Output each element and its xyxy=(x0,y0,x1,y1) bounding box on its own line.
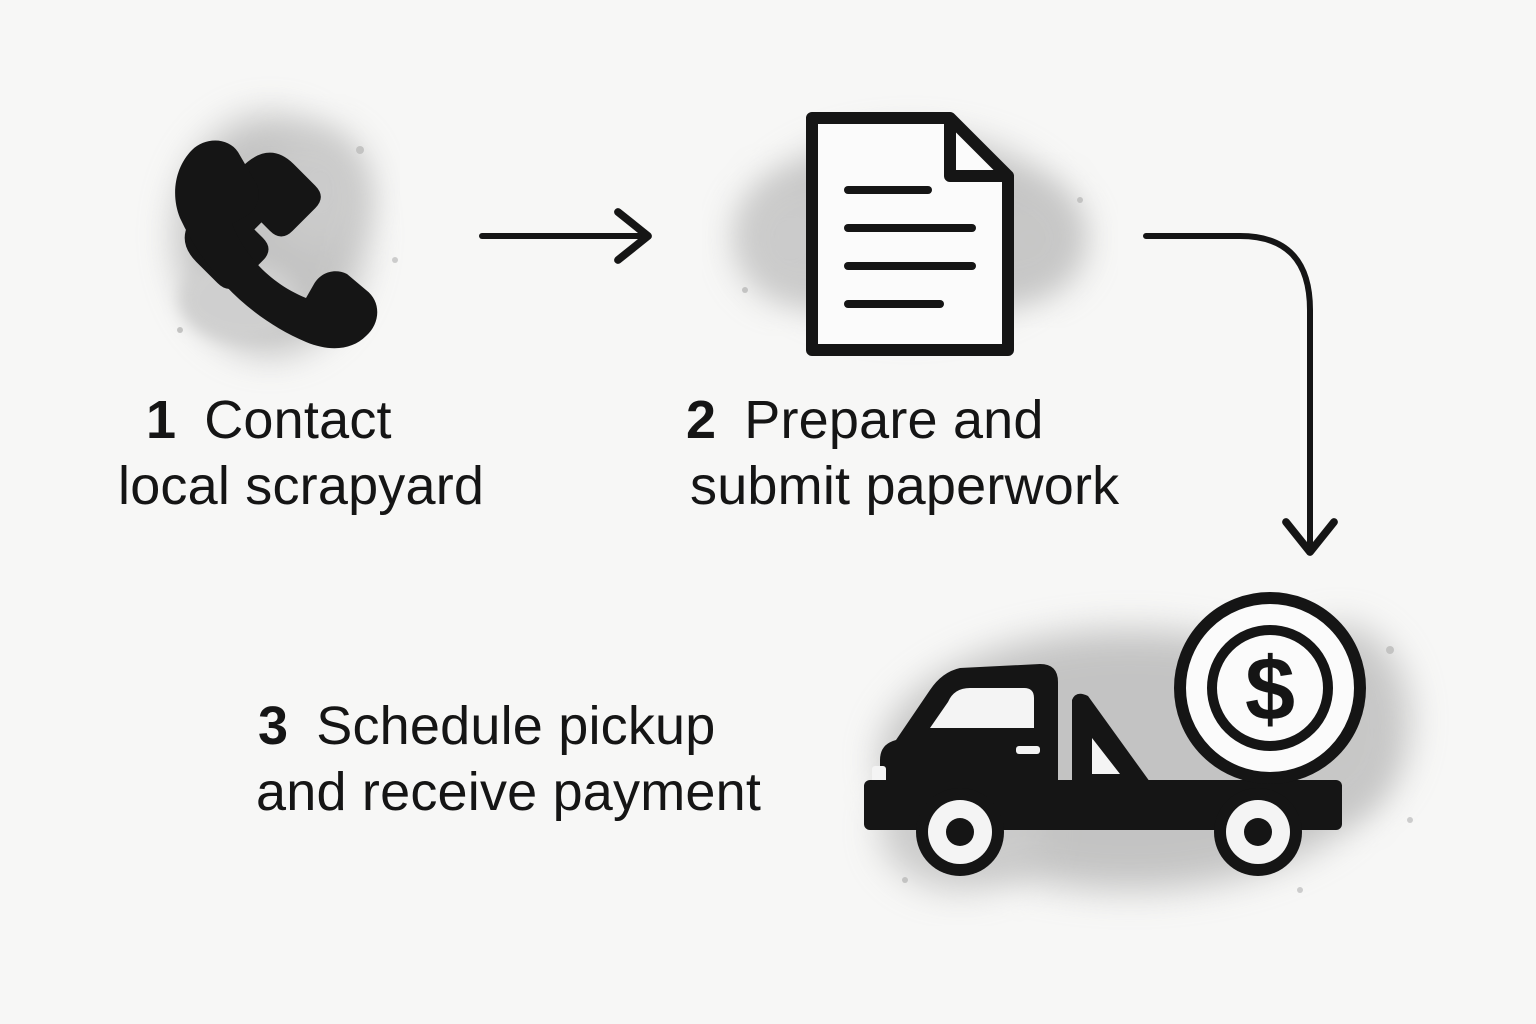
dollar-symbol: $ xyxy=(1245,640,1295,740)
step-1-title: Contact xyxy=(204,390,392,450)
step-1-label: 1 Contact local scrapyard xyxy=(118,387,484,519)
step-3-number: 3 xyxy=(258,696,289,756)
step-1-subtitle: local scrapyard xyxy=(118,456,485,516)
step-2-subtitle: submit paperwork xyxy=(690,456,1120,516)
tow-truck-icon xyxy=(864,664,1342,876)
step-2-number: 2 xyxy=(686,390,717,450)
step-2-title: Prepare and xyxy=(744,390,1044,450)
step-3-subtitle: and receive payment xyxy=(256,762,762,822)
phone-icon-body xyxy=(175,140,378,349)
step-3-title: Schedule pickup xyxy=(316,696,716,756)
step-3-label: 3 Schedule pickup and receive payment xyxy=(256,693,762,825)
dollar-coin-icon: $ xyxy=(1174,592,1366,784)
step-1-number: 1 xyxy=(146,390,177,450)
document-icon xyxy=(806,112,1014,356)
arrow-step2-to-step3 xyxy=(1143,233,1338,556)
step-2-label: 2 Prepare and submit paperwork xyxy=(686,387,1119,519)
